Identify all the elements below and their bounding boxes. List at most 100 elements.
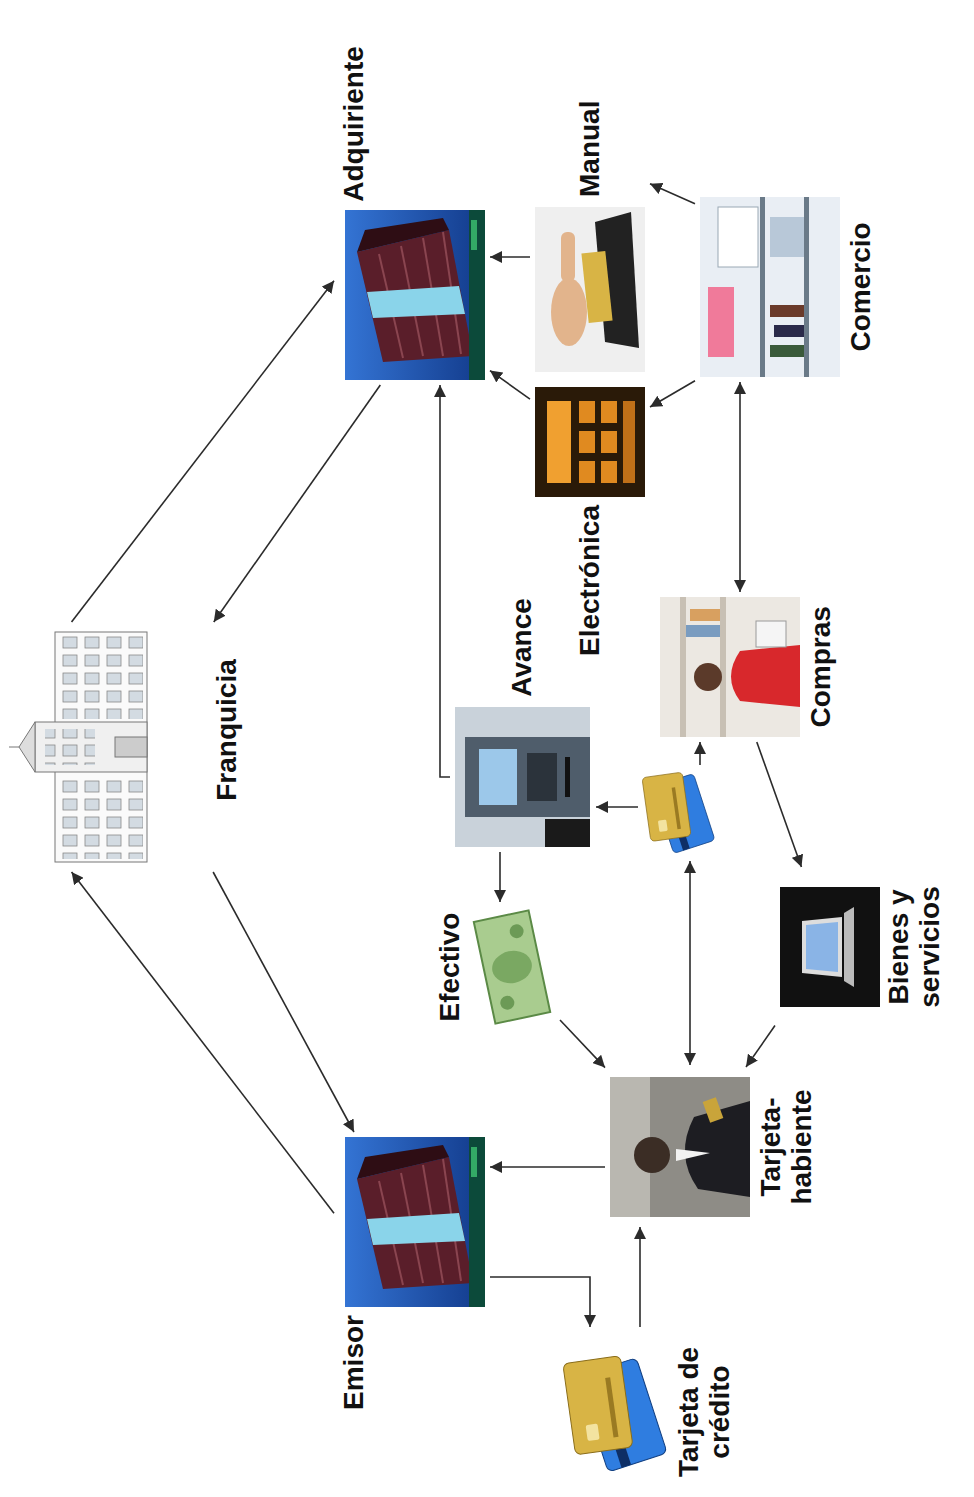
electronic-terminal-picture [579,461,595,483]
flow-arrow [490,371,530,400]
goods-picture [780,887,880,1007]
flow-arrow [490,1166,605,1168]
picture-node: Emisor [339,1137,485,1410]
cash-picture [474,910,550,1023]
franchise-building [59,775,143,859]
card-picture [642,772,715,853]
cash-picture [508,923,525,940]
atm-picture [465,737,590,817]
store-picture [700,197,840,377]
flow-arrow [757,742,802,867]
goods-picture [802,917,842,977]
electronic-terminal-picture [535,387,645,497]
node-label: Adquiriente [339,46,370,202]
electronic-terminal-picture [535,387,645,497]
flow-arrow [650,381,695,407]
cash-picture [499,994,516,1011]
picture-node: Avance [455,598,590,847]
credit-card-picture [563,1356,667,1472]
shopping-picture [694,663,722,691]
shopping-picture [756,621,786,647]
manual-imprinter-picture [535,207,645,372]
shopping-picture [731,645,800,707]
card-flow-arrows [699,742,701,765]
cardholder-picture [634,1137,670,1173]
franchise-building [35,722,147,772]
node-label: Efectivo [435,913,466,1022]
shopping-picture [660,597,800,737]
store-picture [718,207,758,267]
node-label: Comercio [846,223,877,352]
flow-arrow [490,1277,590,1327]
manual-imprinter-picture [551,278,587,346]
electronic-terminal-picture [623,401,635,483]
atm-picture [565,757,570,797]
node-label: Bienes y servicios [884,872,946,1022]
atm-picture [479,749,517,805]
electronic-terminal-picture [601,431,617,453]
node-label: Manual [575,101,606,197]
manual-imprinter-picture [561,232,575,282]
goods-picture [806,922,838,972]
card-flow-arrows [689,861,691,1065]
cash-picture [474,910,550,1023]
node-label: Tarjeta de crédito [674,1332,736,1492]
electronic-terminal-picture [547,401,571,483]
node-label: Franquicia [212,659,243,801]
flow-arrow [650,184,695,204]
node-label: Compras [806,607,837,728]
cardholder-picture [703,1097,724,1122]
goods-picture [844,907,854,987]
card-flow-arrows [596,742,700,1065]
cash-picture [489,947,535,987]
store-picture [804,197,809,377]
atm-picture [455,707,590,847]
flow-arrow [72,281,334,622]
picture-node: Electrónica [535,387,645,656]
franchise-building [59,635,143,719]
cardholder-picture [610,1077,750,1217]
franchise-building [9,632,147,862]
node-label: Tarjeta-habiente [756,1072,818,1222]
cardholder-picture [676,1149,710,1161]
picture-node: Efectivo [435,907,555,1027]
flow-arrow [499,852,501,902]
shopping-picture [680,597,686,737]
flow-arrow [490,256,530,258]
atm-picture [545,819,590,847]
flow-arrow [72,872,334,1213]
franchise-building [115,737,147,757]
node-label: Electrónica [575,505,606,656]
flow-arrow [214,385,381,622]
flow-arrow [440,385,450,777]
goods-picture [780,887,880,1007]
card-flow-arrows [596,806,638,808]
manual-imprinter-picture [535,207,645,372]
shopping-picture [660,597,800,737]
store-picture [770,217,804,257]
electronic-terminal-picture [579,401,595,423]
picture-node: Franquicia [15,627,243,867]
franchise-building [45,729,95,765]
picture-node: Bienes y servicios [780,872,946,1022]
atm-picture [527,753,557,801]
picture-node: Comercio [700,197,877,377]
store-picture [770,345,804,357]
picture-node: Tarjeta-habiente [610,1072,818,1222]
picture-node: Compras [660,597,837,737]
shopping-picture [720,597,726,737]
flow-arrow [639,1227,641,1327]
store-picture [760,197,765,377]
flow-arrow [739,382,741,592]
electronic-terminal-picture [601,461,617,483]
electronic-terminal-picture [601,401,617,423]
electronic-terminal-picture [579,431,595,453]
picture-node: Manual [535,101,645,372]
store-picture [708,287,734,357]
shopping-picture [686,625,720,637]
flow-arrow [746,1026,775,1067]
cash-picture [474,910,550,1023]
